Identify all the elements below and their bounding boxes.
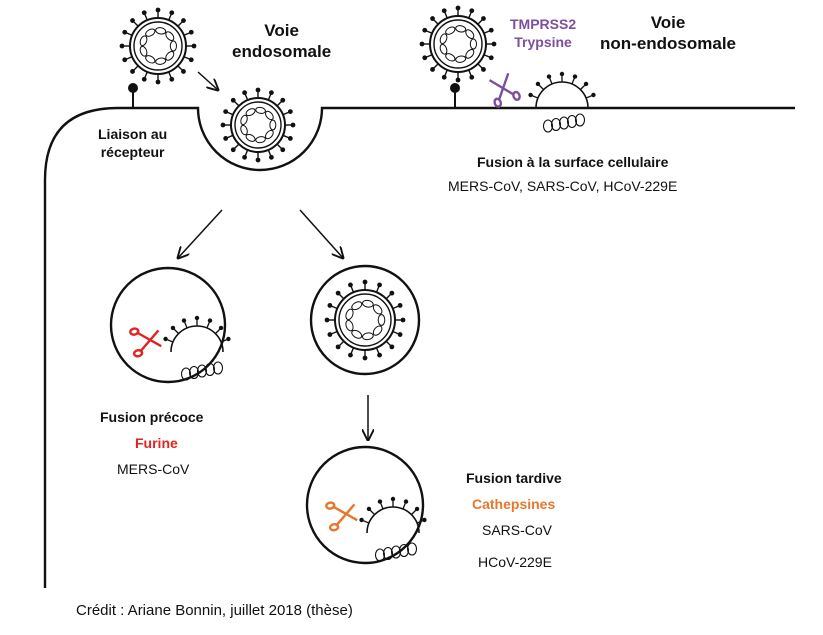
scissors-icon: [129, 327, 162, 358]
surface-fusion-viruses: MERS-CoV, SARS-CoV, HCoV-229E: [448, 178, 678, 194]
rna-genome-icon: [180, 361, 224, 381]
virion-icon: [419, 5, 497, 83]
late-fusion-virus-1: SARS-CoV: [482, 522, 553, 538]
fusing-virion: [359, 496, 427, 534]
receptor-icon: [128, 83, 138, 108]
endosome-icon: [109, 266, 227, 384]
rna-genome-icon: [374, 542, 418, 562]
virion-icon: [119, 7, 197, 85]
scissors-icon: [488, 72, 521, 108]
late-fusion-virus-2: HCoV-229E: [478, 554, 552, 570]
late-fusion-title: Fusion tardive: [466, 470, 562, 486]
arrow-icon: [299, 209, 343, 258]
fusing-virion: [163, 315, 231, 353]
cell-membrane: [43, 106, 795, 588]
early-fusion-viruses: MERS-CoV: [117, 461, 190, 477]
arrow-icon: [197, 71, 218, 90]
fusing-virion: [528, 71, 596, 109]
arrow-icon: [178, 209, 223, 258]
early-fusion-title: Fusion précoce: [100, 409, 204, 425]
late-fusion-protease: Cathepsines: [472, 496, 556, 512]
virion-icon: [220, 87, 296, 163]
surface-fusion-title: Fusion à la surface cellulaire: [477, 154, 669, 170]
scissors-icon: [325, 501, 358, 532]
virion-icon: [324, 279, 406, 361]
endosome-icon: [309, 264, 421, 376]
credit-line: Crédit : Ariane Bonnin, juillet 2018 (th…: [76, 602, 353, 619]
early-fusion-protease: Furine: [135, 435, 178, 451]
endosome-icon: [305, 445, 425, 565]
rna-genome-icon: [542, 113, 586, 133]
receptor-icon: [450, 83, 460, 108]
